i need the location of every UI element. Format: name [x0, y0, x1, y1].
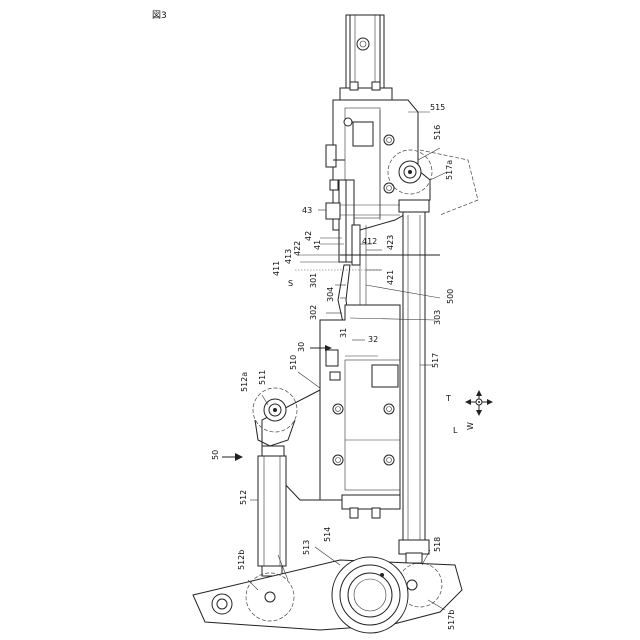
base-plate-513 [193, 560, 462, 630]
label-303: 303 [433, 310, 442, 325]
cam-514 [332, 557, 408, 633]
figure-title: 図3 [152, 10, 167, 21]
label-S: S [288, 279, 293, 288]
label-421: 421 [386, 270, 395, 285]
compass-icon [465, 390, 493, 416]
label-30: 30 [297, 342, 306, 352]
label-512a: 512a [240, 372, 249, 392]
label-515: 515 [430, 103, 445, 112]
upper-rail [340, 15, 392, 100]
label-302: 302 [309, 305, 318, 320]
label-512: 512 [239, 490, 248, 505]
label-513: 513 [302, 540, 311, 555]
label-301: 301 [309, 273, 318, 288]
label-304: 304 [326, 287, 335, 302]
label-50: 50 [211, 450, 220, 460]
rod-517 [399, 200, 429, 563]
label-517: 517 [431, 353, 440, 368]
label-510: 510 [289, 355, 298, 370]
label-32: 32 [368, 335, 378, 344]
label-422: 422 [293, 241, 302, 256]
label-T: T [445, 394, 451, 403]
label-31: 31 [339, 328, 348, 338]
label-L: L [453, 426, 458, 435]
label-514: 514 [323, 527, 332, 542]
arrow-icon [222, 453, 243, 461]
label-512b: 512b [237, 550, 246, 570]
label-517a: 517a [445, 160, 454, 180]
label-413: 413 [284, 249, 293, 264]
label-517b: 517b [447, 610, 456, 630]
label-412: 412 [362, 237, 377, 246]
label-W: W [466, 422, 475, 430]
label-516: 516 [433, 125, 442, 140]
label-43: 43 [302, 206, 312, 215]
label-511: 511 [258, 370, 267, 385]
label-41: 41 [313, 240, 322, 250]
label-42: 42 [304, 231, 313, 241]
arm-512 [253, 388, 297, 576]
label-411: 411 [272, 261, 281, 276]
label-423: 423 [386, 235, 395, 250]
label-518: 518 [433, 537, 442, 552]
label-500: 500 [446, 289, 455, 304]
lower-block-30 [320, 305, 400, 518]
